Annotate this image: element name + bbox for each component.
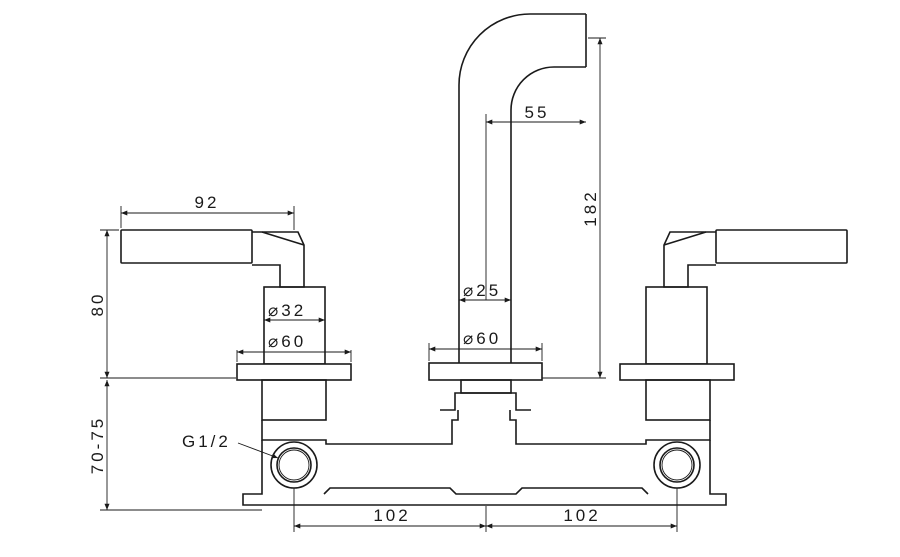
- diameter-symbol: ⌀: [268, 301, 281, 320]
- dim-32-label: 32: [281, 301, 306, 320]
- svg-text:⌀60: ⌀60: [268, 332, 306, 351]
- right-valve: [619, 229, 848, 421]
- dim-spout-diameter: ⌀25: [459, 281, 511, 303]
- center-flange: [428, 362, 543, 411]
- diameter-symbol: ⌀: [463, 329, 476, 348]
- left-inlet: [270, 441, 318, 489]
- left-valve: [120, 229, 352, 421]
- dim-valve-spacing: 102 102: [293, 488, 678, 532]
- dim-center-flange-diameter: ⌀60: [428, 329, 543, 361]
- dim-connection-thread: G1/2: [182, 432, 279, 459]
- dim-60-left-label: 60: [281, 332, 306, 351]
- dim-182-label: 182: [581, 189, 600, 226]
- dim-55-label: 55: [525, 103, 550, 122]
- right-inlet: [653, 441, 701, 489]
- dim-25-label: 25: [476, 281, 501, 300]
- dim-g12-label: G1/2: [182, 432, 231, 451]
- spout: [458, 13, 587, 368]
- dim-handle-height: 80: [88, 229, 236, 379]
- dim-body-height: 70-75: [88, 380, 262, 511]
- dim-left-flange-diameter: ⌀60: [236, 332, 352, 362]
- dim-70-75-label: 70-75: [88, 416, 107, 474]
- svg-text:⌀60: ⌀60: [463, 329, 501, 348]
- diameter-symbol: ⌀: [268, 332, 281, 351]
- dim-60-center-label: 60: [476, 329, 501, 348]
- dim-spout-reach: 55: [485, 103, 586, 300]
- dim-102-right-label: 102: [563, 506, 600, 525]
- dim-80-label: 80: [88, 292, 107, 317]
- dim-stem-diameter: ⌀32: [264, 301, 325, 323]
- diameter-symbol: ⌀: [463, 281, 476, 300]
- dim-92-label: 92: [195, 193, 220, 212]
- svg-text:⌀25: ⌀25: [463, 281, 501, 300]
- rough-in-body: [242, 410, 727, 506]
- svg-text:⌀32: ⌀32: [268, 301, 306, 320]
- dim-spout-height: 182: [542, 37, 606, 379]
- dim-102-left-label: 102: [373, 506, 410, 525]
- dim-handle-width: 92: [120, 193, 295, 230]
